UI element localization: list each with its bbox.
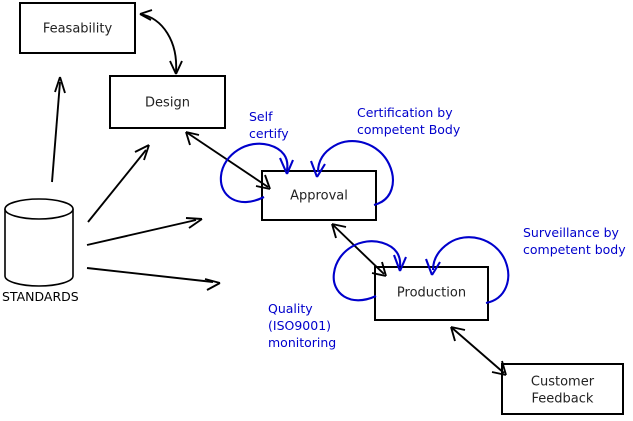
production-quality-arrowhead xyxy=(393,254,407,272)
approval-production-arrowhead-end xyxy=(371,261,387,277)
feasability-design-arrowhead-start xyxy=(139,9,153,21)
standards-design-line xyxy=(87,149,147,223)
certification-line-1: Certification by xyxy=(357,105,453,120)
production-customer-feedback-arrowhead-end xyxy=(491,360,507,376)
approval-self-certify-arc xyxy=(219,142,289,203)
approval-certification-arc xyxy=(316,140,394,207)
standards-feasability-line xyxy=(51,81,61,183)
self-certify-line-2: certify xyxy=(249,126,289,141)
approval-production-arrowhead-start xyxy=(331,223,347,239)
node-production[interactable]: Production xyxy=(374,266,489,321)
production-box[interactable] xyxy=(374,266,489,321)
production-customer-feedback-line xyxy=(450,326,505,374)
quality-line-3: monitoring xyxy=(268,335,336,350)
standards-approval-line xyxy=(86,219,197,246)
certification-line-2: competent Body xyxy=(357,122,461,137)
feasability-label: Feasability xyxy=(43,22,113,37)
connector-standards-production xyxy=(86,267,221,291)
production-quality-arc xyxy=(332,240,402,302)
annotation-surveillance-by-competent-body: Surveillance by competent body xyxy=(523,225,626,257)
standards-cylinder-body[interactable] xyxy=(4,209,74,287)
design-approval-arrowhead-start xyxy=(185,131,200,146)
quality-line-1: Quality xyxy=(268,301,313,316)
connector-standards-design xyxy=(87,144,150,223)
connector-standards-approval xyxy=(86,217,203,246)
loop-approval-certification xyxy=(310,140,394,207)
node-approval[interactable]: Approval xyxy=(261,170,377,221)
surveillance-line-2: competent body xyxy=(523,242,626,257)
production-surveillance-arrowhead xyxy=(425,258,441,276)
approval-self-certify-arrowhead xyxy=(279,157,294,175)
design-label: Design xyxy=(145,96,190,111)
feasability-design-curve xyxy=(139,13,178,73)
customer-feedback-label-line-2: Feedback xyxy=(532,392,594,407)
node-standards[interactable]: STANDARDS xyxy=(2,198,79,304)
annotation-certification-by-competent-body: Certification by competent Body xyxy=(357,105,461,137)
standards-cylinder-top[interactable] xyxy=(4,198,74,220)
connector-approval-production xyxy=(331,223,387,277)
customer-feedback-box[interactable] xyxy=(501,363,624,415)
design-box[interactable] xyxy=(109,75,226,129)
loop-production-surveillance xyxy=(425,236,510,305)
self-certify-line-1: Self xyxy=(249,109,273,124)
standards-label: STANDARDS xyxy=(2,289,79,304)
annotation-quality-iso9001-monitoring: Quality (ISO9001) monitoring xyxy=(268,301,336,350)
loop-approval-self-certify xyxy=(219,142,294,203)
loop-production-quality xyxy=(332,240,407,302)
production-label: Production xyxy=(397,286,466,301)
customer-feedback-label-line-1: Customer xyxy=(531,375,595,390)
surveillance-line-1: Surveillance by xyxy=(523,225,620,240)
approval-label: Approval xyxy=(290,189,348,204)
production-surveillance-arc xyxy=(431,236,510,305)
quality-line-2: (ISO9001) xyxy=(268,318,331,333)
standards-design-arrowhead xyxy=(134,144,150,161)
approval-production-line xyxy=(331,223,385,275)
node-customer-feedback[interactable]: Customer Feedback xyxy=(501,363,624,415)
connector-production-customer-feedback xyxy=(450,326,507,376)
standards-approval-arrowhead xyxy=(185,217,203,229)
standards-production-line xyxy=(86,267,214,283)
node-design[interactable]: Design xyxy=(109,75,226,129)
approval-certification-arrowhead xyxy=(310,160,326,178)
design-approval-arrowhead-end xyxy=(255,174,271,190)
standards-production-arrowhead xyxy=(204,278,221,291)
standards-feasability-arrowhead xyxy=(54,76,66,94)
feasability-design-arrowhead-end xyxy=(169,60,183,75)
node-feasability[interactable]: Feasability xyxy=(19,2,136,54)
production-customer-feedback-arrowhead-start xyxy=(450,326,466,342)
feasability-box[interactable] xyxy=(19,2,136,54)
connector-standards-feasability xyxy=(51,76,66,183)
connector-feasability-design xyxy=(139,9,183,75)
annotation-self-certify: Self certify xyxy=(249,109,289,141)
